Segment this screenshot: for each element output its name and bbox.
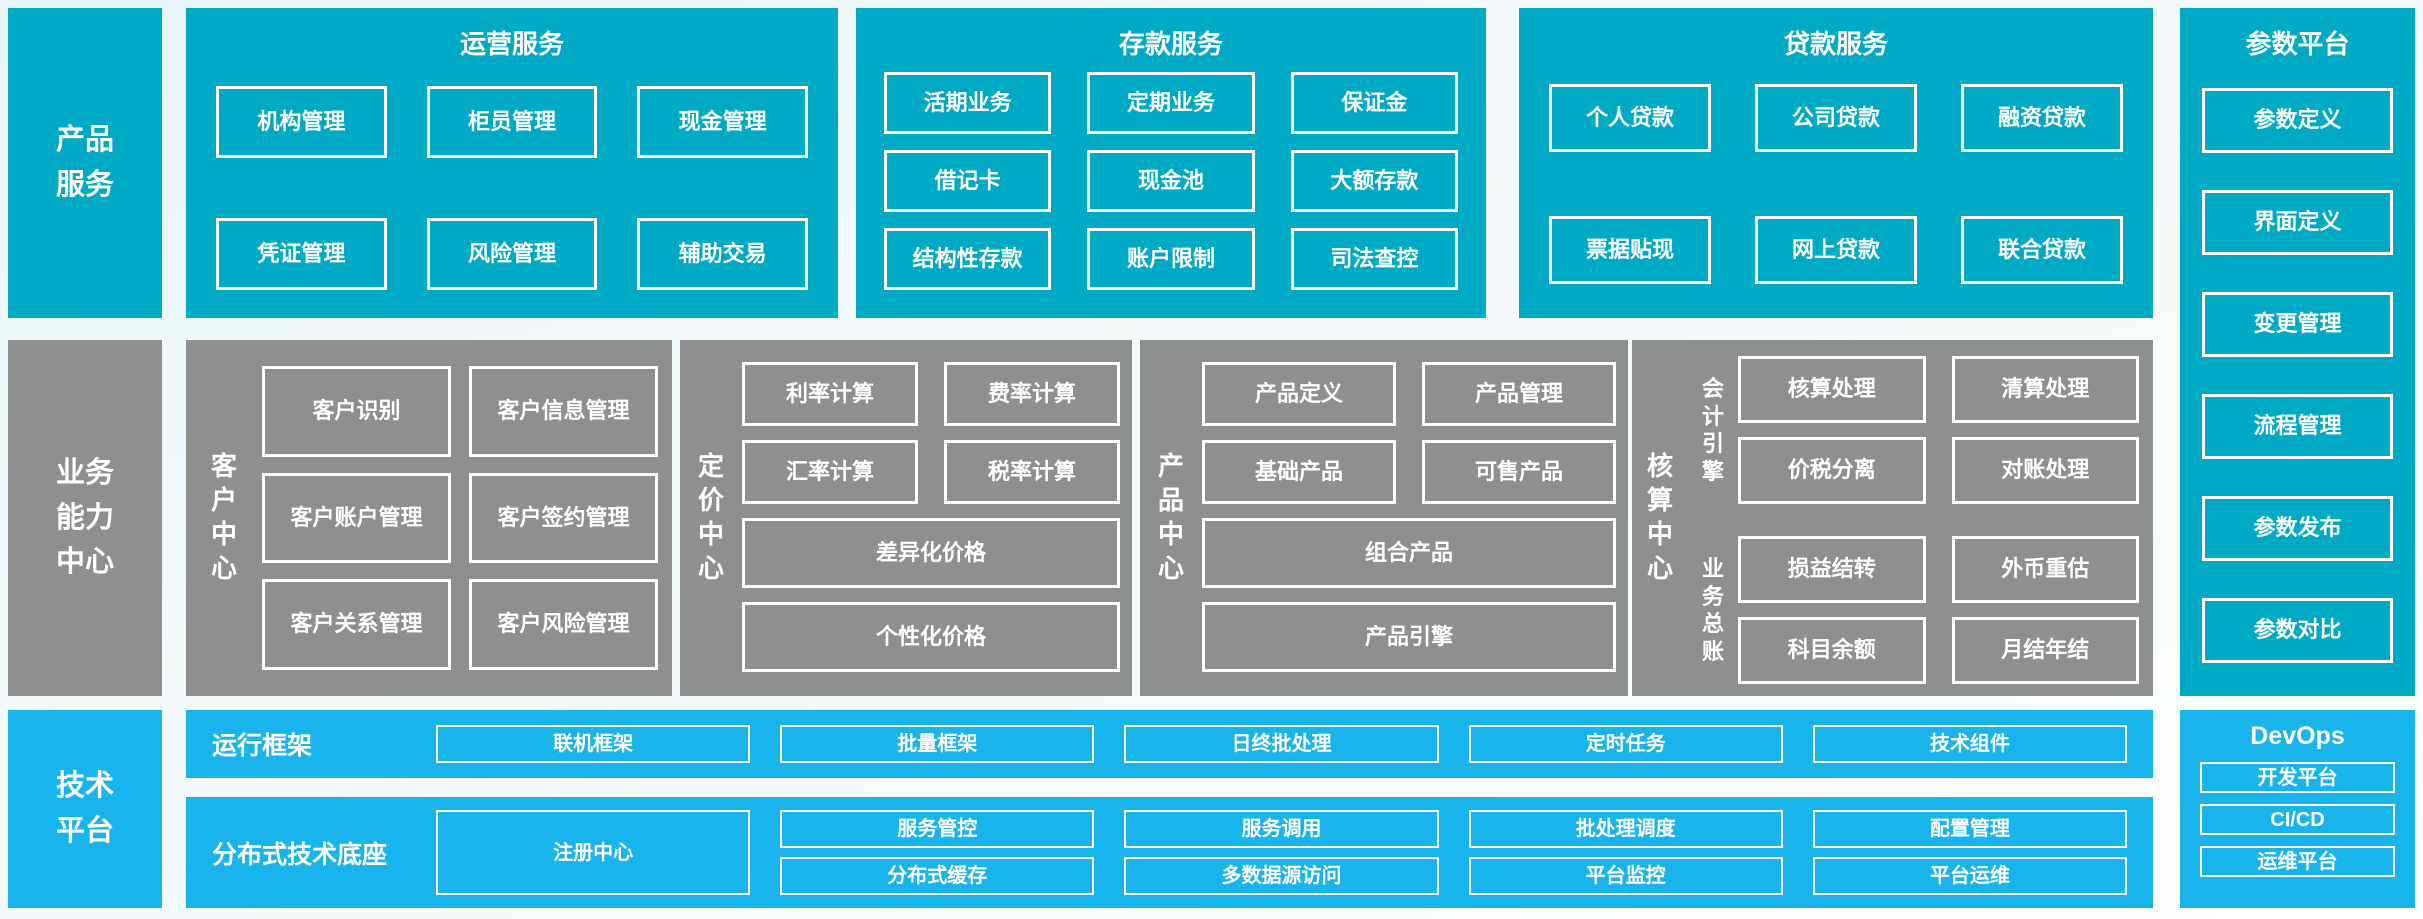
box-debit-card: 借记卡 [884, 150, 1052, 212]
rail-business-capability-center: 业务 能力 中心 [8, 340, 162, 696]
box-process-management: 流程管理 [2202, 394, 2393, 459]
panel-distributed-tech-base: 分布式技术底座 注册中心 服务管控 服务调用 批处理调度 配置管理 分布式缓存 … [186, 797, 2153, 908]
box-online-framework: 联机框架 [436, 725, 751, 763]
panel-devops: DevOps 开发平台 CI/CD 运维平台 [2180, 710, 2415, 908]
devops-title: DevOps [2250, 722, 2345, 750]
box-demand-deposit: 活期业务 [884, 72, 1052, 134]
box-ui-definition: 界面定义 [2202, 190, 2393, 255]
box-sellable-product: 可售产品 [1422, 440, 1616, 504]
box-online-loan: 网上贷款 [1755, 216, 1917, 284]
distributed-base-label: 分布式技术底座 [212, 840, 388, 869]
business-ledger-label: 业 务 总 账 [1701, 556, 1724, 664]
box-judicial-inquiry-control: 司法查控 [1290, 228, 1458, 290]
rail-product-services: 产品 服务 [8, 8, 162, 318]
box-clearing-processing: 清算处理 [1951, 356, 2139, 423]
box-multi-datasource-access: 多数据源访问 [1124, 857, 1439, 895]
box-reconciliation-processing: 对账处理 [1951, 437, 2139, 504]
box-differentiated-pricing: 差异化价格 [742, 518, 1120, 588]
box-ci-cd: CI/CD [2200, 804, 2395, 835]
loan-title: 贷款服务 [1783, 29, 1888, 59]
box-eod-batch-processing: 日终批处理 [1124, 725, 1439, 763]
box-financing-loan: 融资贷款 [1961, 84, 2123, 152]
panel-loan-services: 贷款服务 个人贷款 公司贷款 融资贷款 票据贴现 网上贷款 联合贷款 [1519, 8, 2153, 318]
box-basic-product: 基础产品 [1202, 440, 1396, 504]
panel-customer-center: 客 户 中 心 客户识别 客户信息管理 客户账户管理 客户签约管理 客户关系管理… [186, 340, 672, 696]
box-ops-platform: 运维平台 [2200, 846, 2395, 877]
box-profit-loss-carryover: 损益结转 [1738, 536, 1926, 603]
parameter-platform-title: 参数平台 [2245, 29, 2350, 59]
operations-title: 运营服务 [459, 29, 564, 59]
box-change-management: 变更管理 [2202, 292, 2393, 357]
panel-product-center: 产 品 中 心 产品定义 产品管理 基础产品 可售产品 组合产品 产品引擎 [1140, 340, 1628, 696]
box-customer-contract-management: 客户签约管理 [469, 472, 658, 564]
rail-technology-platform: 技术 平台 [8, 710, 162, 908]
box-teller-management: 柜员管理 [426, 86, 598, 158]
box-large-deposit: 大额存款 [1290, 150, 1458, 212]
box-price-tax-separation: 价税分离 [1738, 437, 1926, 504]
box-subject-balance: 科目余额 [1738, 617, 1926, 684]
customer-center-title: 客 户 中 心 [210, 451, 237, 583]
box-foreign-currency-revaluation: 外币重估 [1951, 536, 2139, 603]
box-interest-rate-calc: 利率计算 [742, 362, 918, 426]
box-corporate-loan: 公司贷款 [1755, 84, 1917, 152]
box-customer-account-management: 客户账户管理 [262, 472, 451, 564]
panel-runtime-framework: 运行框架 联机框架 批量框架 日终批处理 定时任务 技术组件 [186, 710, 2153, 778]
box-customer-info-management: 客户信息管理 [469, 366, 658, 457]
box-product-engine: 产品引擎 [1202, 602, 1616, 672]
box-parameter-definition: 参数定义 [2202, 88, 2393, 153]
box-product-definition: 产品定义 [1202, 362, 1396, 426]
box-personalized-pricing: 个性化价格 [742, 602, 1120, 672]
box-exchange-rate-calc: 汇率计算 [742, 440, 918, 504]
box-platform-monitoring: 平台监控 [1468, 857, 1783, 895]
box-parameter-comparison: 参数对比 [2202, 598, 2393, 663]
box-tech-components: 技术组件 [1812, 725, 2127, 763]
box-risk-management: 风险管理 [426, 218, 598, 290]
accounting-center-title: 核 算 中 心 [1646, 451, 1673, 583]
panel-deposit-services: 存款服务 活期业务 定期业务 保证金 借记卡 现金池 大额存款 结构性存款 账户… [856, 8, 1486, 318]
box-service-invocation: 服务调用 [1124, 810, 1439, 848]
box-parameter-release: 参数发布 [2202, 496, 2393, 561]
accounting-engine-label: 会 计 引 擎 [1701, 376, 1724, 484]
box-dev-platform: 开发平台 [2200, 762, 2395, 793]
panel-parameter-platform: 参数平台 参数定义 界面定义 变更管理 流程管理 参数发布 参数对比 [2180, 8, 2415, 696]
box-fee-rate-calc: 费率计算 [944, 362, 1120, 426]
box-time-deposit: 定期业务 [1087, 72, 1255, 134]
box-account-restriction: 账户限制 [1087, 228, 1255, 290]
panel-pricing-center: 定 价 中 心 利率计算 费率计算 汇率计算 税率计算 差异化价格 个性化价格 [680, 340, 1132, 696]
box-service-governance: 服务管控 [780, 810, 1095, 848]
box-personal-loan: 个人贷款 [1549, 84, 1711, 152]
box-registry-center: 注册中心 [436, 810, 751, 895]
box-product-management: 产品管理 [1422, 362, 1616, 426]
box-distributed-cache: 分布式缓存 [780, 857, 1095, 895]
box-month-year-end-closing: 月结年结 [1951, 617, 2139, 684]
box-composite-product: 组合产品 [1202, 518, 1616, 588]
pricing-center-title: 定 价 中 心 [697, 451, 724, 583]
box-margin-deposit: 保证金 [1290, 72, 1458, 134]
box-batch-framework: 批量框架 [780, 725, 1095, 763]
box-scheduled-tasks: 定时任务 [1468, 725, 1783, 763]
deposit-title: 存款服务 [1118, 29, 1223, 59]
box-structured-deposit: 结构性存款 [884, 228, 1052, 290]
box-cash-pool: 现金池 [1087, 150, 1255, 212]
box-customer-identification: 客户识别 [262, 366, 451, 457]
box-syndicated-loan: 联合贷款 [1961, 216, 2123, 284]
box-tax-rate-calc: 税率计算 [944, 440, 1120, 504]
box-customer-relationship-management: 客户关系管理 [262, 579, 451, 670]
panel-operations-services: 运营服务 机构管理 柜员管理 现金管理 凭证管理 风险管理 辅助交易 [186, 8, 838, 318]
box-auxiliary-transactions: 辅助交易 [637, 218, 808, 290]
product-center-title: 产 品 中 心 [1157, 451, 1184, 583]
box-customer-risk-management: 客户风险管理 [469, 579, 658, 670]
box-accounting-processing: 核算处理 [1738, 356, 1926, 423]
panel-accounting-center: 核 算 中 心 会 计 引 擎 核算处理 清算处理 价税分离 对账处理 业 务 … [1632, 340, 2153, 696]
box-config-management: 配置管理 [1812, 810, 2127, 848]
box-cash-management: 现金管理 [637, 86, 808, 158]
box-batch-scheduling: 批处理调度 [1468, 810, 1783, 848]
box-institution-management: 机构管理 [216, 86, 387, 158]
box-voucher-management: 凭证管理 [216, 218, 387, 290]
runtime-framework-label: 运行框架 [212, 732, 313, 760]
box-platform-operations: 平台运维 [1812, 857, 2127, 895]
box-bill-discount: 票据贴现 [1549, 216, 1711, 284]
